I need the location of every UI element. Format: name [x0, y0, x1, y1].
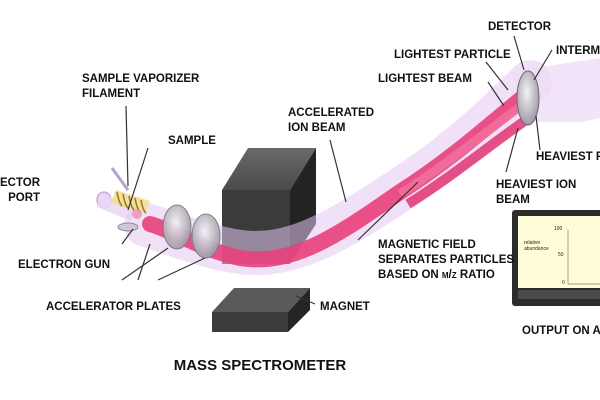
monitor-y-tick-0: 0 — [562, 280, 565, 286]
ionization-glow — [132, 209, 142, 219]
detector-label: DETECTOR — [488, 21, 552, 33]
magnet-label: MAGNET — [320, 301, 370, 313]
sample-vaporizer-label: SAMPLE VAPORIZER FILAMENT — [82, 73, 200, 100]
lightest-particle-label: LIGHTEST PARTICLE — [394, 49, 511, 61]
heaviest-ion-beam-label: HEAVIEST ION BEAM — [496, 179, 577, 206]
output-label: OUTPUT ON A — [522, 325, 600, 337]
monitor-y-axis-label: relative abundance — [524, 240, 549, 252]
accelerator-plate-2 — [191, 213, 221, 259]
electron-gun — [117, 222, 139, 232]
detector-disc — [516, 70, 540, 126]
magnetic-field-label: MAGNETIC FIELD SEPARATES PARTICLES BASED… — [378, 239, 515, 281]
accelerator-plate-1 — [162, 204, 192, 250]
heaviest-beam — [405, 111, 535, 209]
leader-lines — [121, 35, 553, 305]
monitor-y-tick-100: 100 — [554, 226, 563, 232]
intermediate-label: INTERMI — [556, 45, 600, 57]
electron-gun-label: ELECTRON GUN — [18, 259, 110, 271]
accelerator-plates-label: ACCELERATOR PLATES — [46, 301, 181, 313]
sample-vaporizer-rod — [110, 167, 130, 191]
diagram-title: MASS SPECTROMETER — [173, 357, 347, 374]
monitor-y-tick-50: 50 — [558, 252, 564, 258]
sample-label: SAMPLE — [168, 135, 216, 147]
lightest-beam-label: LIGHTEST BEAM — [378, 73, 472, 85]
magnet-front-pole — [212, 288, 310, 332]
output-monitor — [512, 210, 600, 306]
heaviest-particle-label: HEAVIEST P — [536, 151, 600, 163]
injector-port-tube — [97, 193, 135, 221]
injector-port-label: ECTOR PORT — [0, 177, 41, 204]
accelerated-ion-beam-label: ACCELERATED ION BEAM — [288, 107, 375, 134]
